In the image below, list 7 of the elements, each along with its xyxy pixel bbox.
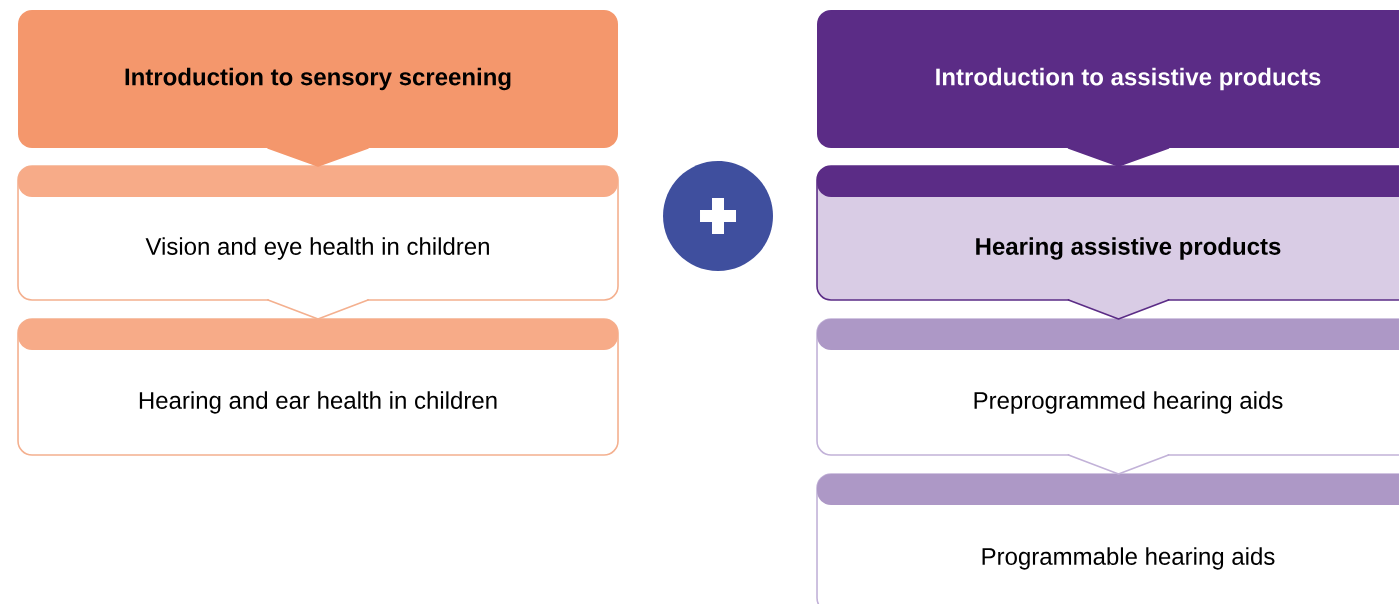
topic-box: Preprogrammed hearing aids — [816, 318, 1399, 456]
pointer-arrow — [267, 146, 369, 167]
pointer-arrow — [267, 298, 369, 320]
pointer-arrow — [1067, 146, 1170, 167]
topic-box: Programmable hearing aids — [816, 473, 1399, 604]
pointer-arrow — [1067, 453, 1170, 475]
pointer-arrow — [1067, 298, 1170, 320]
